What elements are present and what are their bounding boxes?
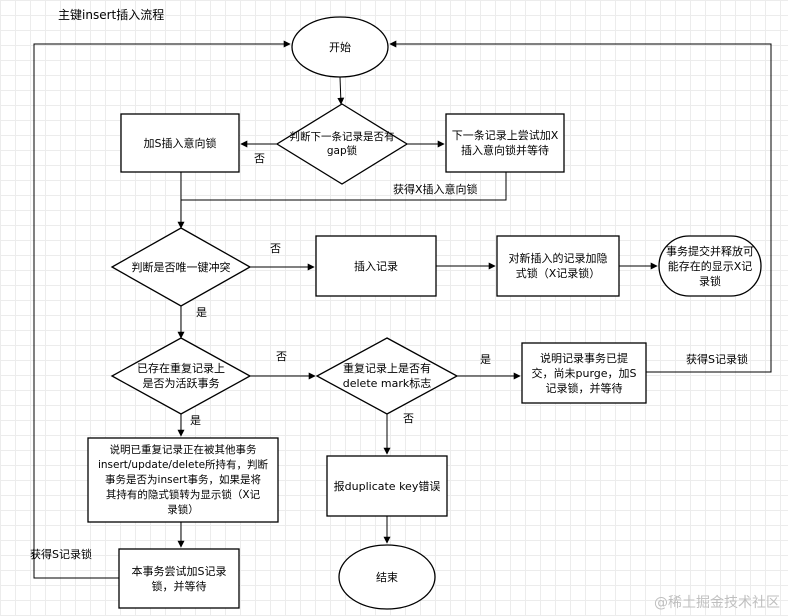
wait-x-intent-box bbox=[445, 113, 565, 173]
implicit-lock-box bbox=[496, 235, 620, 297]
s-intent-lock-label: 加S插入意向锁 bbox=[143, 136, 217, 150]
implicit-lock-label: 对新插入的记录加隐 式锁（X记录锁） bbox=[508, 252, 608, 280]
committed-explain-box bbox=[521, 342, 647, 404]
s-intent-lock-box bbox=[120, 113, 240, 173]
held-explain-label: 说明已重复记录正在被其他事务 insert/update/delete所持有，判… bbox=[97, 443, 269, 516]
active-txn-label: 已存在重复记录上 是否为活跃事务 bbox=[137, 362, 225, 390]
unique-conflict-label: 判断是否唯一键冲突 bbox=[131, 260, 231, 274]
delete-no-label: 否 bbox=[403, 412, 414, 425]
edge-explain-to-start bbox=[646, 266, 772, 373]
commit-release-label: 事务提交并释放可 能存在的显示X记 录锁 bbox=[666, 244, 754, 288]
try-s-lock-label: 本事务尝试加S记录 锁，并等待 bbox=[131, 564, 227, 593]
get-s-lock-right-label: 获得S记录锁 bbox=[686, 353, 748, 366]
end-label: 结束 bbox=[376, 570, 398, 584]
commit-release-box bbox=[658, 235, 762, 297]
gap-no-label: 否 bbox=[254, 152, 265, 165]
edge-start-to-gap bbox=[337, 76, 345, 105]
delete-yes-label: 是 bbox=[480, 353, 491, 366]
committed-explain-label: 说明记录事务已提 交，尚未purge，加S 记录锁，并等待 bbox=[531, 351, 637, 395]
insert-record-label: 插入记录 bbox=[354, 259, 398, 273]
wait-x-intent-label: 下一条记录上尝试加X 插入意向锁并等待 bbox=[451, 129, 559, 157]
active-no-label: 否 bbox=[276, 350, 287, 363]
held-explain-box bbox=[87, 437, 279, 523]
dup-error-label: 报duplicate key错误 bbox=[333, 479, 441, 493]
get-x-intent-label: 获得X插入意向锁 bbox=[393, 183, 478, 196]
edge-try-s-to-start bbox=[33, 40, 291, 579]
start-label: 开始 bbox=[329, 40, 351, 54]
gap-lock-decision bbox=[275, 103, 409, 185]
unique-yes-label: 是 bbox=[196, 306, 207, 319]
delete-mark-label: 重复记录上是否有 delete mark标志 bbox=[342, 362, 432, 390]
unique-no-label: 否 bbox=[270, 242, 281, 255]
end-terminal bbox=[338, 544, 436, 610]
diagram-title: 主键insert插入流程 bbox=[58, 8, 165, 22]
gap-lock-decision-label: 判断下一条记录是否有 gap锁 bbox=[289, 131, 395, 157]
watermark: @稀土掘金技术社区 bbox=[654, 595, 780, 611]
edge-commit-to-start bbox=[389, 40, 772, 266]
try-s-lock-box bbox=[118, 548, 240, 609]
edge-wait-x-back bbox=[181, 172, 507, 201]
insert-record-box bbox=[315, 235, 437, 297]
get-s-lock-left-label: 获得S记录锁 bbox=[30, 548, 92, 561]
active-yes-label: 是 bbox=[190, 414, 201, 427]
